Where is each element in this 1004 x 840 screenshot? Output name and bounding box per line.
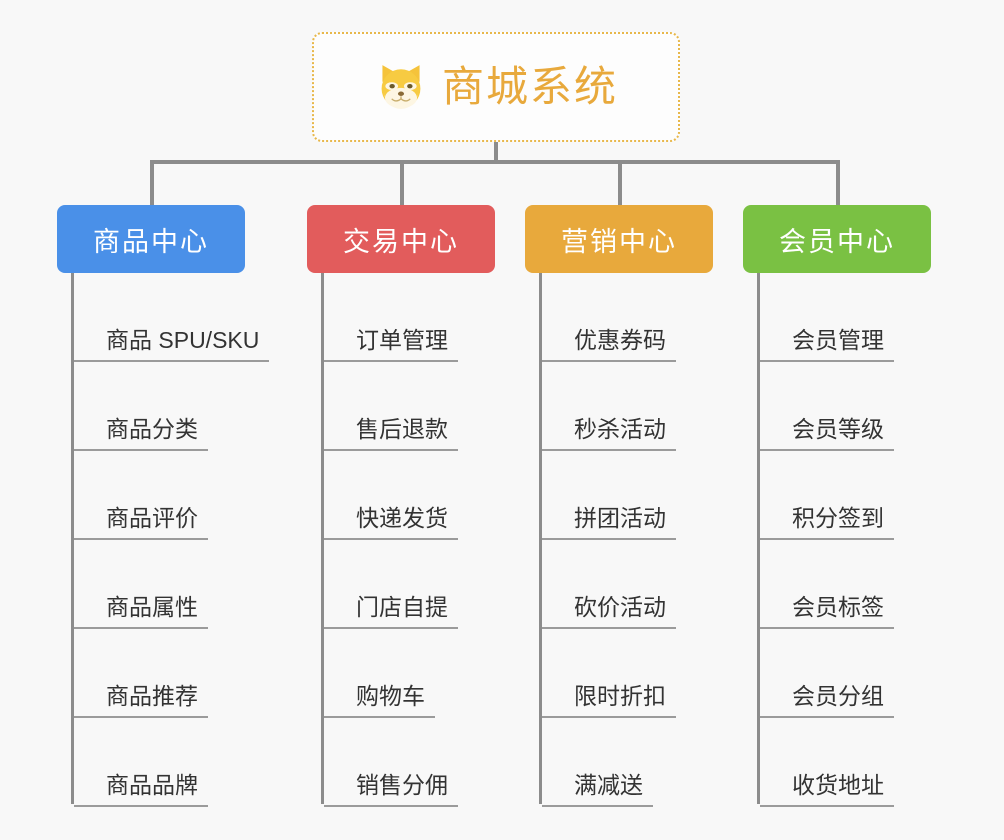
leaf-item[interactable]: 会员标签: [760, 540, 894, 629]
category-label: 交易中心: [343, 226, 459, 257]
leaf-item[interactable]: 购物车: [324, 629, 435, 718]
leaf-label: 快递发货: [324, 505, 458, 540]
leaf-item[interactable]: 商品分类: [74, 362, 208, 451]
connector-drop-2: [400, 160, 404, 206]
leaf-label: 售后退款: [324, 416, 458, 451]
category-box-huiyuan-zhongxin[interactable]: 会员中心: [743, 205, 931, 273]
leaf-item[interactable]: 订单管理: [324, 273, 458, 362]
leaf-label: 商品评价: [74, 505, 208, 540]
leaf-item[interactable]: 快递发货: [324, 451, 458, 540]
leaf-item[interactable]: 商品推荐: [74, 629, 208, 718]
leaf-label: 销售分佣: [324, 772, 458, 807]
leaf-label: 商品分类: [74, 416, 208, 451]
leaf-item[interactable]: 会员分组: [760, 629, 894, 718]
category-label: 营销中心: [561, 226, 677, 257]
root-title: 商城系统: [441, 63, 618, 110]
leaf-item[interactable]: 积分签到: [760, 451, 894, 540]
leaf-label: 商品推荐: [74, 683, 208, 718]
leaf-item[interactable]: 会员管理: [760, 273, 894, 362]
leaf-item[interactable]: 满减送: [542, 718, 653, 807]
leaf-item[interactable]: 限时折扣: [542, 629, 676, 718]
leaf-label: 商品 SPU/SKU: [74, 327, 270, 362]
leaf-label: 收货地址: [760, 772, 894, 807]
leaf-label: 满减送: [542, 772, 653, 807]
leaf-item[interactable]: 门店自提: [324, 540, 458, 629]
leaf-item[interactable]: 商品评价: [74, 451, 208, 540]
leaf-item[interactable]: 售后退款: [324, 362, 458, 451]
leaf-item[interactable]: 商品 SPU/SKU: [74, 273, 270, 362]
leaf-item[interactable]: 砍价活动: [542, 540, 676, 629]
leaf-item[interactable]: 销售分佣: [324, 718, 458, 807]
leaf-label: 会员管理: [760, 327, 894, 362]
leaf-label: 秒杀活动: [542, 416, 676, 451]
leaf-label: 积分签到: [760, 505, 894, 540]
leaf-item[interactable]: 会员等级: [760, 362, 894, 451]
leaf-item[interactable]: 商品品牌: [74, 718, 208, 807]
connector-root-stem: [494, 142, 498, 163]
connector-drop-1: [150, 160, 154, 206]
leaf-spine: [757, 273, 760, 804]
leaf-label: 会员分组: [760, 683, 894, 718]
category-box-shangpin-zhongxin[interactable]: 商品中心: [57, 205, 245, 273]
category-box-jiaoyi-zhongxin[interactable]: 交易中心: [307, 205, 495, 273]
leaf-label: 砍价活动: [542, 594, 676, 629]
leaf-spine: [321, 273, 324, 804]
leaf-label: 优惠券码: [542, 327, 676, 362]
leaf-label: 商品属性: [74, 594, 208, 629]
category-label: 商品中心: [93, 226, 209, 257]
leaf-item[interactable]: 秒杀活动: [542, 362, 676, 451]
leaf-label: 会员标签: [760, 594, 894, 629]
leaf-item[interactable]: 优惠券码: [542, 273, 676, 362]
connector-drop-4: [836, 160, 840, 206]
leaf-label: 限时折扣: [542, 683, 676, 718]
leaf-item[interactable]: 拼团活动: [542, 451, 676, 540]
leaf-label: 订单管理: [324, 327, 458, 362]
leaf-label: 门店自提: [324, 594, 458, 629]
connector-horizontal-bus: [150, 160, 838, 164]
leaf-label: 拼团活动: [542, 505, 676, 540]
leaf-item[interactable]: 收货地址: [760, 718, 894, 807]
root-node-shangcheng-xitong[interactable]: 商城系统: [312, 32, 680, 142]
category-label: 会员中心: [779, 226, 895, 257]
leaf-label: 会员等级: [760, 416, 894, 451]
connector-drop-3: [618, 160, 622, 206]
shiba-dog-face-icon: [381, 65, 421, 109]
category-box-yingxiao-zhongxin[interactable]: 营销中心: [525, 205, 713, 273]
leaf-spine: [71, 273, 74, 804]
leaf-spine: [539, 273, 542, 804]
leaf-label: 商品品牌: [74, 772, 208, 807]
leaf-label: 购物车: [324, 683, 435, 718]
leaf-item[interactable]: 商品属性: [74, 540, 208, 629]
